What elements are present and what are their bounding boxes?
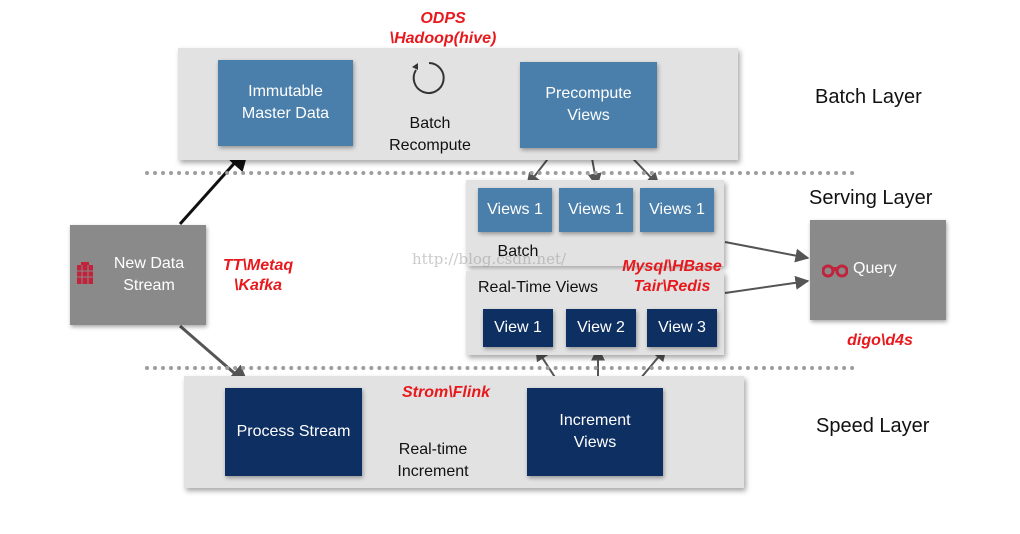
separator-serving-speed: [145, 366, 855, 370]
views-1-box-a: Views 1: [478, 188, 552, 232]
precompute-views-box: Precompute Views: [520, 62, 657, 148]
database-icon: [77, 262, 93, 284]
increment-views-box: Increment Views: [527, 388, 663, 476]
batch-label: Batch: [497, 243, 539, 260]
arrow-serving-to-query-top: [724, 241, 810, 263]
refresh-icon: [412, 62, 445, 94]
speed-layer-title: Speed Layer: [816, 415, 930, 437]
watermark-text: http://blog.csdn.net/: [412, 250, 567, 268]
mysql-annotation: Mysql\HBase Tair\Redis: [622, 258, 722, 295]
new-data-stream-label: New Data Stream: [113, 255, 185, 294]
immutable-master-data-box: Immutable Master Data: [218, 60, 353, 146]
realtime-increment-label: Real-time Increment: [397, 441, 469, 480]
view-3-box: View 3: [647, 309, 717, 347]
separator-batch-serving: [145, 171, 855, 175]
tt-metaq-annotation: TT\Metaq \Kafka: [222, 257, 294, 294]
realtime-views-label: Real-Time Views: [477, 279, 599, 296]
serving-layer-title: Serving Layer: [809, 187, 933, 209]
binoculars-icon: [822, 264, 848, 278]
batch-recompute-label: Batch Recompute: [389, 115, 471, 154]
arrow-serving-to-query-bottom: [724, 275, 810, 294]
digo-annotation: digo\d4s: [847, 332, 913, 349]
query-label: Query: [853, 260, 897, 277]
batch-layer-title: Batch Layer: [815, 86, 922, 108]
view-1-box: View 1: [483, 309, 553, 347]
arrow-stream-to-master: [178, 146, 250, 226]
arrow-stream-to-process: [179, 324, 250, 387]
view-2-box: View 2: [566, 309, 636, 347]
odps-annotation: ODPS \Hadoop(hive): [389, 10, 497, 47]
views-1-box-b: Views 1: [559, 188, 633, 232]
process-stream-box: Process Stream: [225, 388, 362, 476]
views-1-box-c: Views 1: [640, 188, 714, 232]
storm-annotation: Strom\Flink: [401, 384, 490, 401]
